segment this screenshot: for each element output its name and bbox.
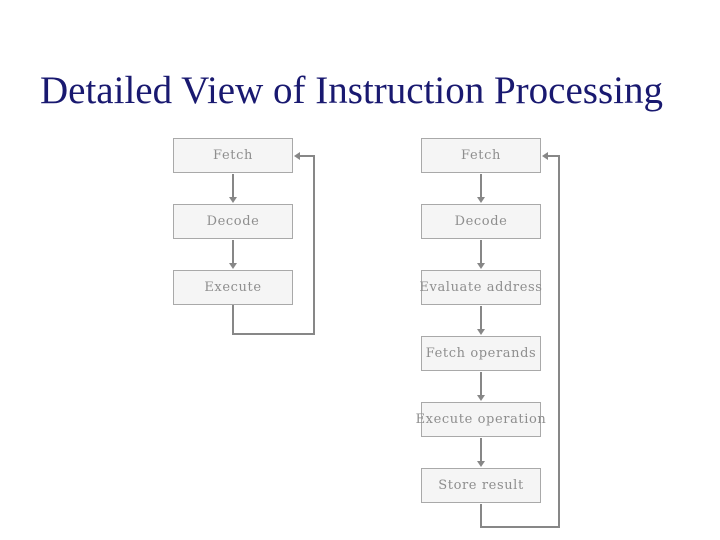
connector-line — [480, 174, 482, 197]
down-arrowhead-icon — [477, 461, 485, 467]
flow-box-execute-operation: Execute operation — [416, 402, 546, 437]
loop-line-segment — [232, 305, 234, 335]
down-arrowhead-icon — [477, 329, 485, 335]
flow-box-execute: Execute — [173, 270, 293, 305]
flow-box-fetch: Fetch — [173, 138, 293, 173]
down-arrowhead-icon — [477, 395, 485, 401]
connector-line — [480, 240, 482, 263]
loop-line-segment — [300, 155, 315, 157]
connector-line — [232, 240, 234, 263]
flow-box-fetch-operands: Fetch operands — [421, 336, 541, 371]
connector-line — [480, 372, 482, 395]
flow-box-decode: Decode — [173, 204, 293, 239]
down-arrowhead-icon — [477, 197, 485, 203]
flow-box-evaluate-address: Evaluate address — [419, 270, 542, 305]
loop-line-segment — [232, 333, 315, 335]
connector-line — [480, 306, 482, 329]
loop-line-segment — [313, 155, 315, 335]
flow-box-fetch: Fetch — [421, 138, 541, 173]
connector-line — [480, 438, 482, 461]
flow-box-decode: Decode — [421, 204, 541, 239]
down-arrowhead-icon — [229, 197, 237, 203]
left-arrowhead-icon — [542, 152, 548, 160]
loop-line-segment — [558, 155, 560, 528]
loop-line-segment — [480, 504, 482, 528]
left-arrowhead-icon — [294, 152, 300, 160]
down-arrowhead-icon — [229, 263, 237, 269]
flow-box-store-result: Store result — [421, 468, 541, 503]
down-arrowhead-icon — [477, 263, 485, 269]
slide-title: Detailed View of Instruction Processing — [40, 69, 663, 112]
loop-line-segment — [480, 526, 560, 528]
loop-line-segment — [548, 155, 560, 157]
connector-line — [232, 174, 234, 197]
